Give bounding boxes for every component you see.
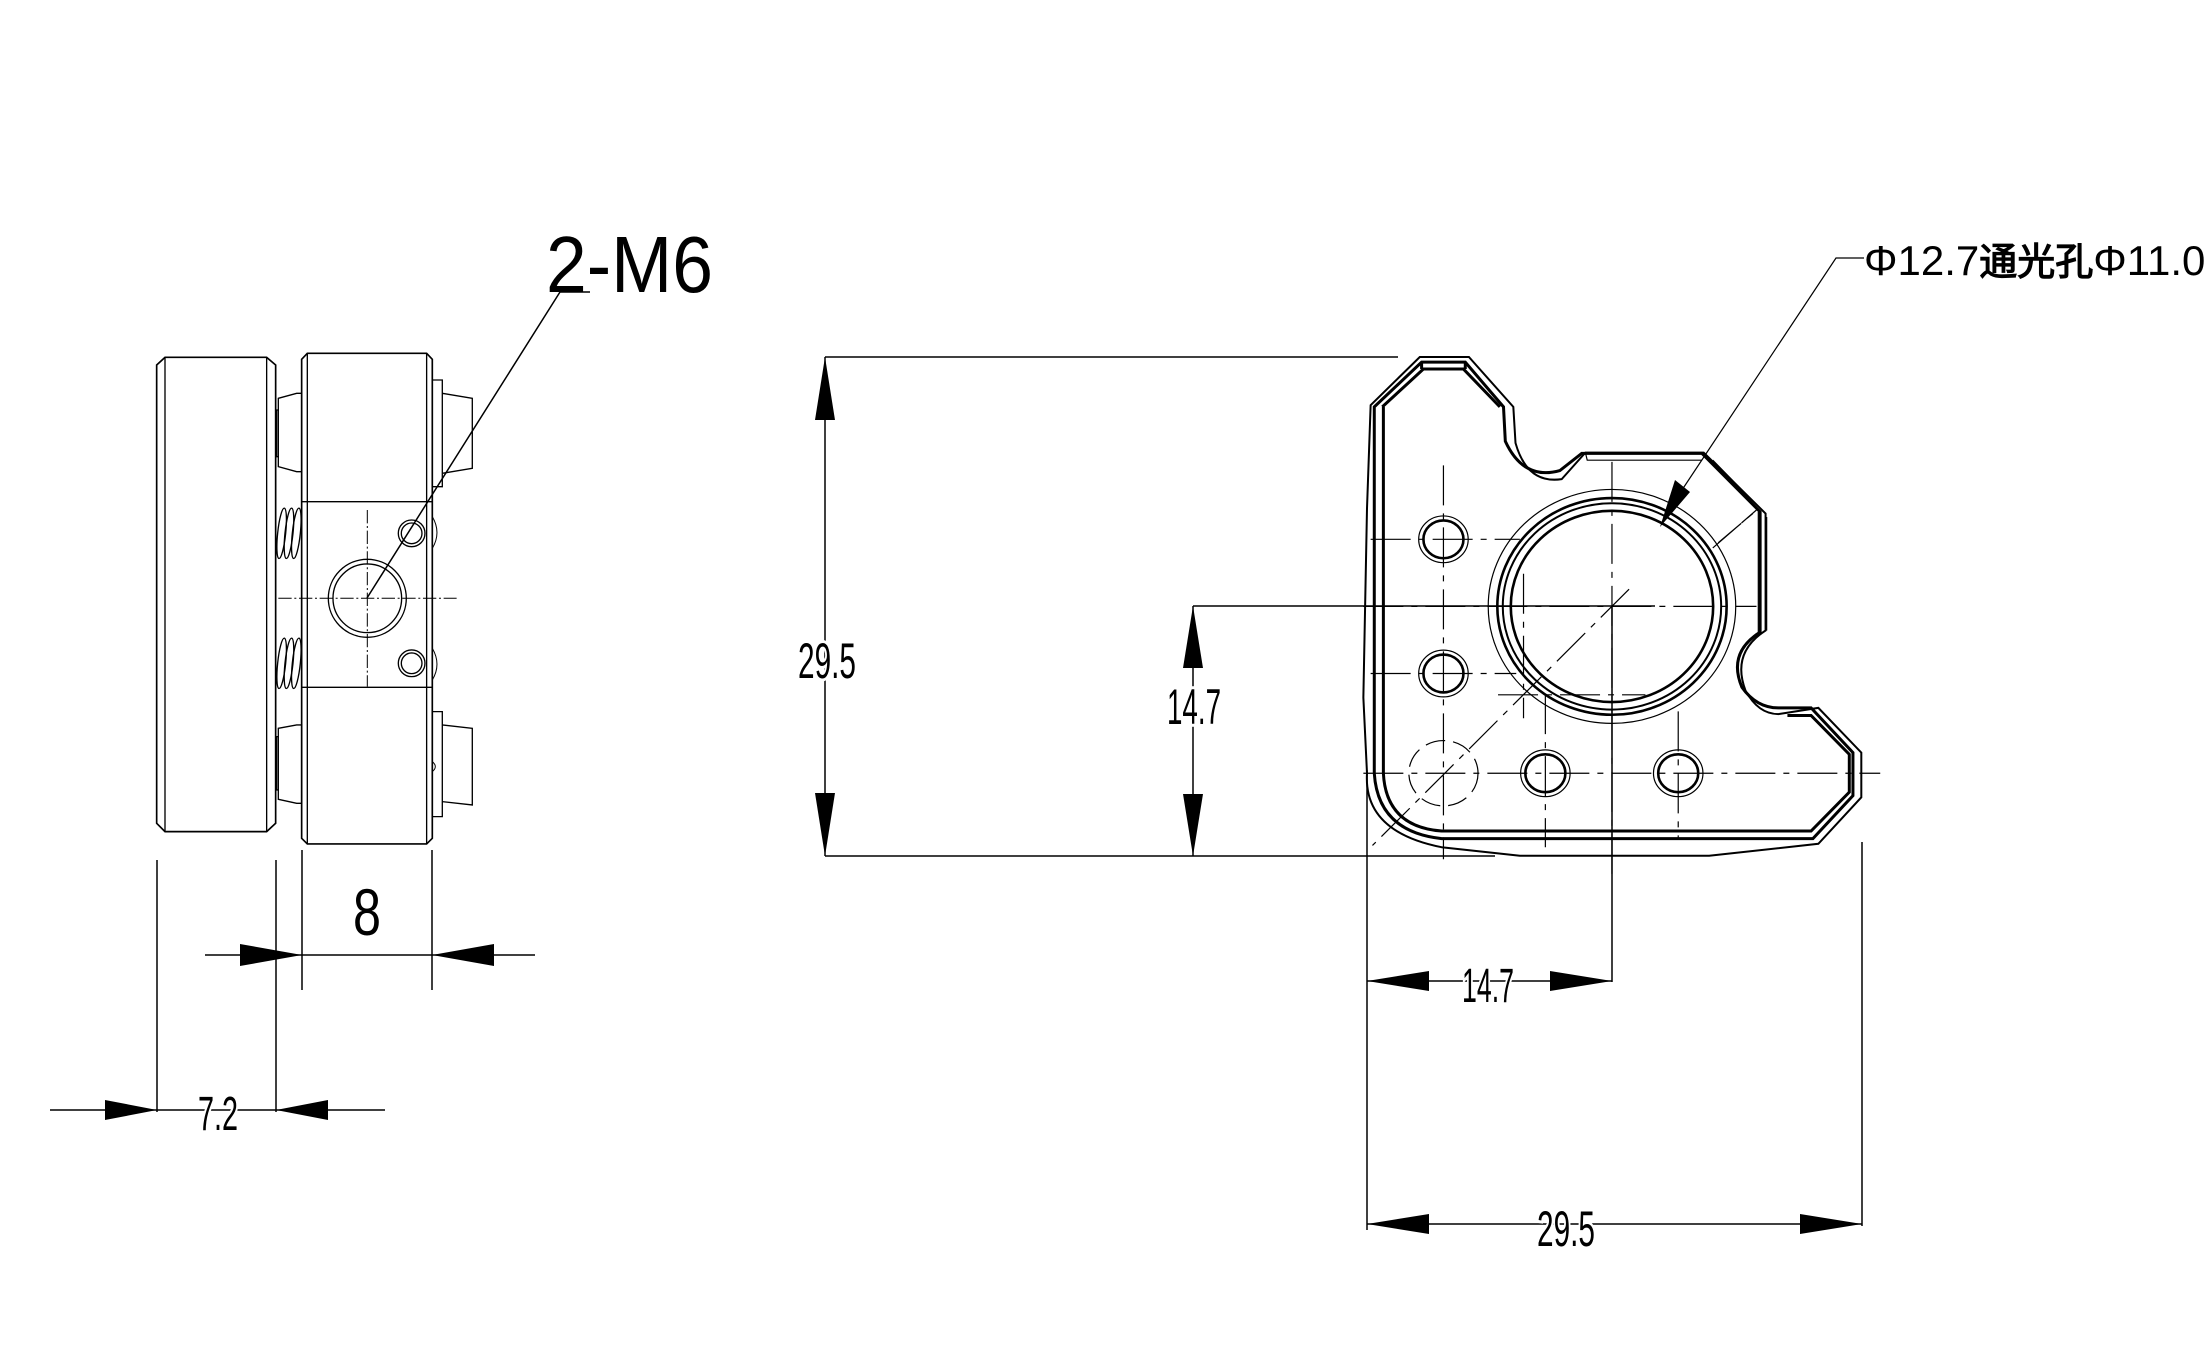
aperture-chinese-label: 通光孔	[1979, 240, 2093, 284]
dimension-center-width-value: 14.7	[1462, 960, 1514, 1013]
centerlines	[1363, 462, 1880, 880]
springs	[276, 507, 302, 690]
centerline	[278, 509, 457, 687]
dimension-center-height: 14.7	[1164, 605, 1655, 856]
dimension-width-value: 29.5	[1537, 1201, 1595, 1257]
dimension-width: 29.5	[1367, 842, 1863, 1260]
thread-callout: 2-M6	[366, 220, 713, 599]
aperture-callout: Φ12.7通光孔Φ11.0	[1660, 237, 2205, 527]
rear-screw-heads	[275, 392, 303, 804]
adjuster-knobs	[431, 379, 473, 818]
aperture-clear-diameter: Φ11.0	[2093, 237, 2205, 284]
front-view	[1363, 357, 1880, 880]
part-outline	[1374, 362, 1853, 838]
dimension-center-width: 14.7	[1366, 606, 1613, 1230]
dimension-disc-value: 7.2	[198, 1088, 238, 1141]
dimension-disc: 7.2	[50, 860, 385, 1144]
aperture-label: Φ12.7通光孔Φ11.0	[1864, 237, 2205, 284]
front-disc	[155, 356, 277, 833]
m6-holes	[397, 519, 426, 678]
dimension-height: 29.5	[795, 356, 1495, 857]
dimension-thickness: 8	[205, 850, 535, 990]
thread-label: 2-M6	[546, 220, 713, 309]
dimension-thickness-value: 8	[353, 875, 381, 949]
side-view	[155, 352, 473, 845]
mounting-holes	[1409, 516, 1703, 806]
dimension-center-height-value: 14.7	[1167, 679, 1221, 735]
aperture-outer-diameter: Φ12.7	[1864, 237, 1979, 284]
dimension-height-value: 29.5	[798, 633, 856, 689]
